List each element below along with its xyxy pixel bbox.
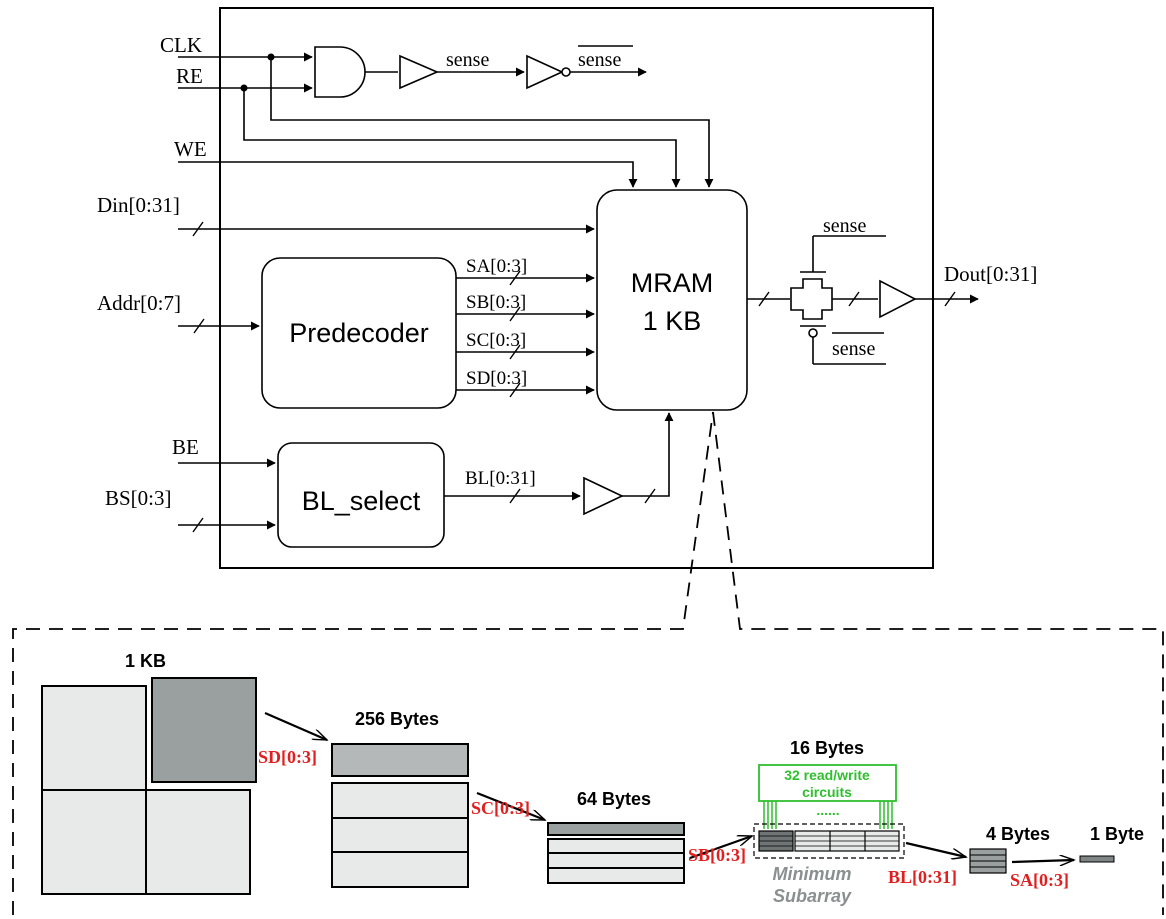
sense-buffer — [399, 54, 440, 90]
b64-row-selected — [547, 822, 685, 836]
re-to-mram-wire — [243, 88, 681, 188]
sc-select-label: SC[0:3] — [471, 798, 530, 818]
mram-title: MRAM — [631, 268, 714, 298]
chip-boundary — [219, 7, 934, 569]
sense-label-gate: sense — [823, 215, 866, 237]
b256-row-selected — [331, 743, 469, 777]
bl-to-mram-wire — [622, 412, 674, 497]
level-4-label: 4 Bytes — [986, 824, 1050, 844]
bl-select-red-label: BL[0:31] — [888, 867, 957, 887]
arrow-1kb-to-256 — [264, 711, 327, 742]
din-label: Din[0:31] — [97, 193, 180, 217]
arrow-16-to-4 — [905, 841, 966, 857]
level-256-label: 256 Bytes — [355, 709, 439, 729]
subarray-label-line1: Minimum — [773, 864, 852, 884]
we-label: WE — [174, 137, 207, 161]
zoom-frame — [12, 411, 1164, 915]
sd-label: SD[0:3] — [466, 368, 527, 389]
sb-select-label: SB[0:3] — [688, 845, 746, 865]
sense-inverter — [526, 54, 564, 90]
subarray-label-line2: Subarray — [773, 886, 852, 906]
kb-quadrant-tr-selected — [151, 677, 257, 783]
level-64-label: 64 Bytes — [577, 789, 651, 809]
mram-size: 1 KB — [643, 306, 702, 336]
level-1kb-label: 1 KB — [125, 651, 166, 671]
rw-dots: ...... — [816, 802, 839, 818]
clk-label: CLK — [160, 33, 202, 57]
bl-select-label: BL_select — [302, 486, 421, 516]
and-gate — [314, 46, 366, 98]
bl-label: BL[0:31] — [465, 468, 536, 489]
we-wire — [178, 161, 638, 188]
b64-rows — [547, 838, 685, 884]
dout-label: Dout[0:31] — [944, 262, 1037, 286]
predecoder-block — [261, 257, 457, 409]
bs-label: BS[0:3] — [105, 486, 172, 510]
sa-select-label: SA[0:3] — [1010, 870, 1069, 890]
re-label: RE — [176, 64, 203, 88]
arrow-64-to-16 — [689, 836, 752, 860]
sense-bar-label-gate: sense — [832, 338, 875, 360]
kb-quadrant-br — [145, 789, 251, 895]
sc-label: SC[0:3] — [466, 330, 526, 351]
addr-label: Addr[0:7] — [97, 291, 181, 315]
rw-circuits-box — [758, 764, 897, 802]
arrow-4-to-1 — [1011, 860, 1074, 862]
be-label: BE — [172, 435, 199, 459]
rw-circuits-line2: circuits — [802, 784, 852, 800]
predecoder-label: Predecoder — [289, 318, 429, 348]
kb-quadrant-bl — [41, 789, 147, 895]
bl-select-block — [277, 442, 445, 548]
dout-buffer — [879, 279, 917, 319]
sense-label-top: sense — [446, 49, 489, 71]
clk-to-mram-wire — [270, 57, 714, 188]
sb-label: SB[0:3] — [466, 292, 526, 313]
level-16-label: 16 Bytes — [790, 738, 864, 758]
b256-rows — [331, 782, 469, 888]
sense-bar-label-top: sense — [578, 49, 621, 71]
b1-block — [1079, 855, 1115, 863]
level-1-label: 1 Byte — [1090, 824, 1144, 844]
rw-circuits-line1: 32 read/write — [784, 767, 870, 783]
minimum-subarray-frame — [753, 823, 905, 859]
arrow-256-to-64 — [476, 791, 545, 822]
sd-select-label: SD[0:3] — [258, 747, 317, 767]
kb-quadrant-tl — [41, 685, 147, 791]
transmission-gate — [790, 278, 833, 320]
sa-label: SA[0:3] — [466, 256, 527, 277]
mram-block — [596, 189, 748, 411]
bl-buffer — [583, 476, 624, 516]
